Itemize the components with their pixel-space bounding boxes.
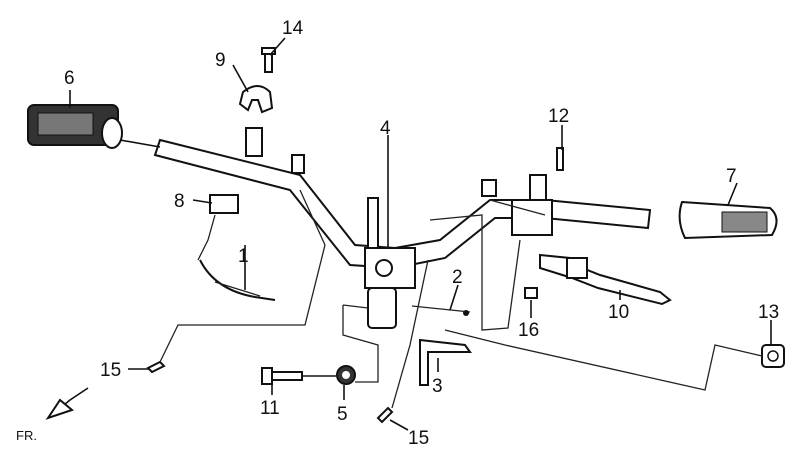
- right-grip: [678, 200, 778, 240]
- callout-13: 13: [758, 302, 779, 323]
- throttle-housing: [481, 147, 564, 236]
- callout-8: 8: [174, 191, 185, 212]
- cable-bracket: [419, 338, 472, 386]
- callout-1: 1: [238, 246, 249, 267]
- long-bolt: [261, 367, 336, 385]
- callout-4: 4: [380, 118, 391, 139]
- callout-5: 5: [337, 404, 348, 425]
- callout-15-left: 15: [100, 360, 121, 381]
- callout-14: 14: [282, 18, 304, 39]
- handlebar-stem: [364, 197, 416, 329]
- assembly-lines: [159, 189, 763, 409]
- callout-15-bottom: 15: [408, 428, 429, 449]
- small-nut: [524, 287, 538, 299]
- callout-10: 10: [608, 302, 629, 323]
- bar-bracket-left: [245, 127, 305, 174]
- callout-12: 12: [548, 106, 569, 127]
- clamp-bracket: [238, 47, 276, 114]
- callout-9: 9: [215, 50, 226, 71]
- left-lever-assembly: [197, 194, 276, 301]
- callout-16: 16: [518, 320, 539, 341]
- screws: [146, 360, 394, 424]
- pivot-screw: [411, 305, 471, 316]
- callout-7: 7: [726, 166, 737, 187]
- front-direction-arrow: [45, 387, 89, 420]
- callout-6: 6: [64, 68, 75, 89]
- left-grip: [27, 104, 123, 149]
- direction-label: FR.: [16, 428, 37, 443]
- callout-3: 3: [432, 376, 443, 397]
- brake-lever: [527, 253, 672, 306]
- callout-2: 2: [452, 267, 463, 288]
- leader-lines: [69, 37, 772, 431]
- callout-11: 11: [260, 398, 280, 419]
- end-nut: [761, 344, 785, 368]
- bushing: [336, 365, 356, 385]
